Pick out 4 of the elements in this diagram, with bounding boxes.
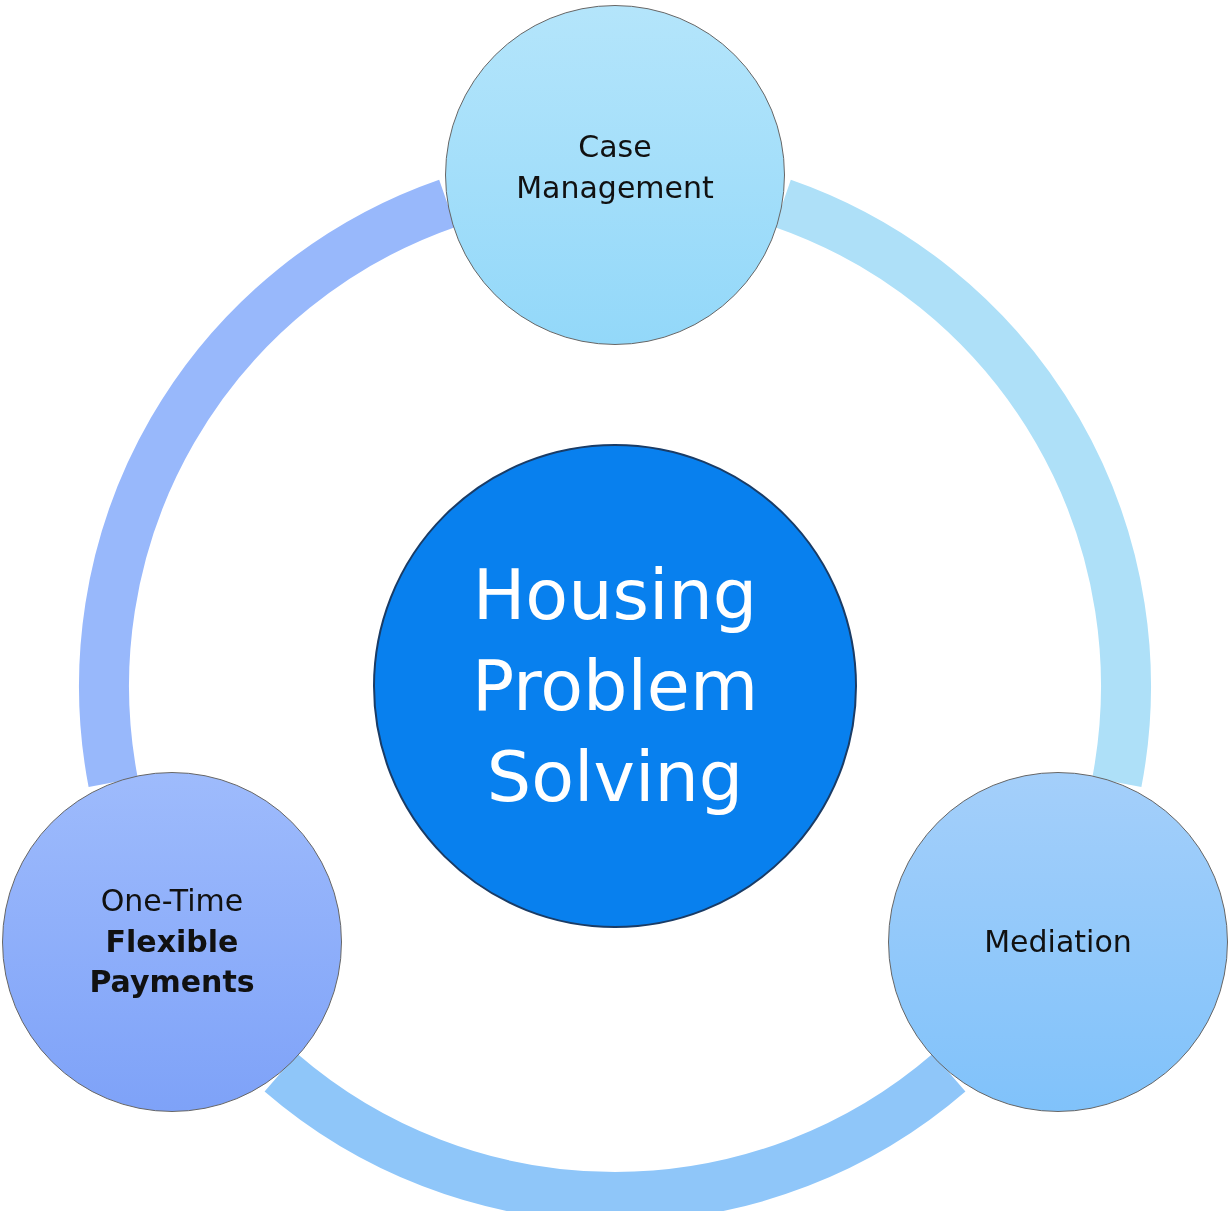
topic-label: Mediation: [983, 922, 1133, 961]
topic-label: One-Time Flexible Payments: [88, 882, 256, 1002]
topic-label: Case Management: [515, 128, 715, 207]
center-title: Housing Problem Solving: [470, 552, 760, 820]
